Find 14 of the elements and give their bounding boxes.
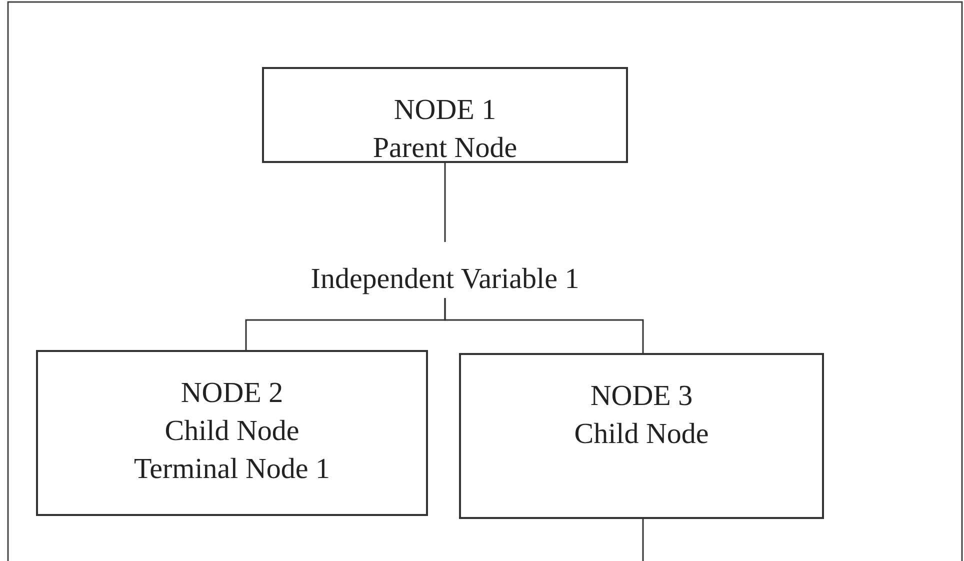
node-label: Child Node: [574, 417, 709, 452]
node-label: Parent Node: [372, 131, 518, 166]
node-label: Child Node: [164, 414, 300, 449]
node-label: Terminal Node 1: [134, 452, 330, 487]
tree-node-box: [36, 350, 428, 516]
connector-line: [444, 163, 446, 242]
node-title: NODE 1: [394, 93, 496, 128]
connector-line: [642, 519, 644, 561]
tree-node-box: [262, 67, 628, 163]
split-variable-label: Independent Variable 1: [310, 262, 580, 297]
connector-line: [444, 298, 644, 353]
node-title: NODE 2: [180, 376, 284, 411]
node-title: NODE 3: [590, 379, 693, 414]
tree-node-box: [459, 353, 824, 519]
